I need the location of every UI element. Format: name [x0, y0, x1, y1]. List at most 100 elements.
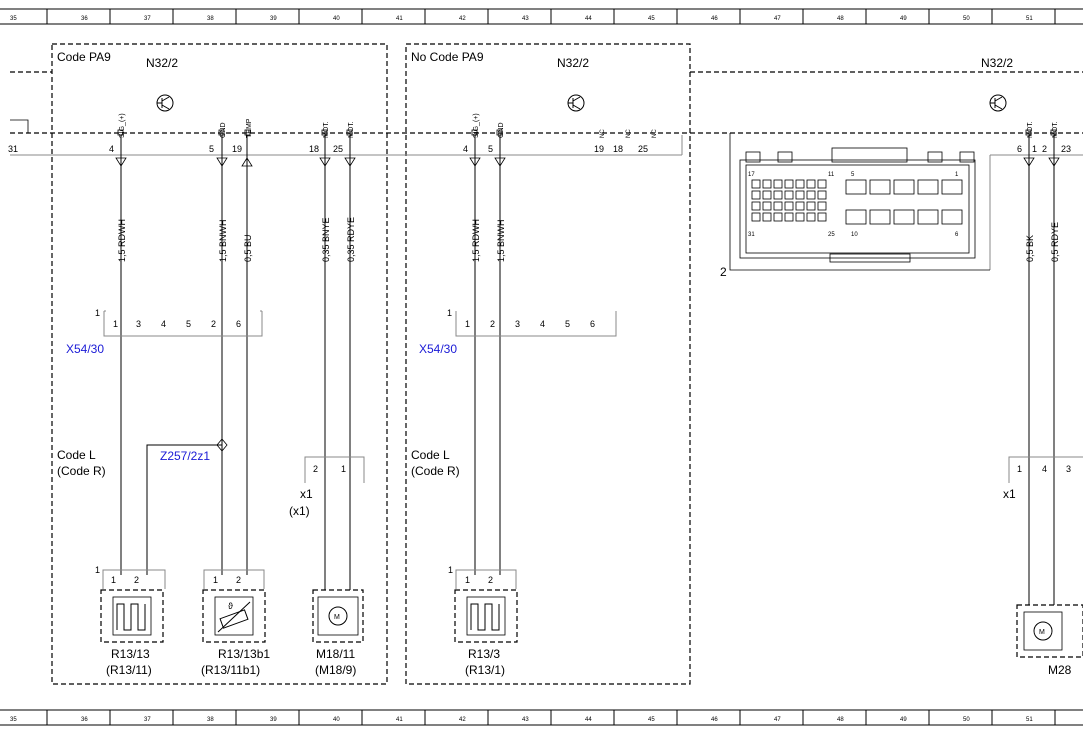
svg-text:1: 1 — [955, 172, 959, 178]
svg-text:3: 3 — [1066, 464, 1071, 474]
component-alt-name: (R13/1) — [465, 663, 505, 677]
motor-connector-left: 2 1 — [304, 456, 365, 483]
grid-number: 48 — [837, 717, 844, 723]
grid-number: 35 — [10, 16, 17, 22]
pin-nc-label: NC — [652, 129, 658, 138]
pin-number: 25 — [333, 144, 343, 154]
code-l-label: Code L — [411, 448, 450, 462]
sensor-component: 1 2 ϑ — [202, 569, 266, 643]
splice-icon — [216, 438, 228, 452]
svg-text:2: 2 — [313, 464, 318, 474]
grid-number: 41 — [396, 16, 403, 22]
grid-number: 38 — [207, 717, 214, 723]
grid-number: 37 — [144, 717, 151, 723]
grid-number: 42 — [459, 16, 466, 22]
svg-text:5: 5 — [851, 172, 855, 178]
wire-label: 1,5 BNWH — [218, 219, 228, 262]
svg-text:2: 2 — [134, 575, 139, 585]
motor-icon: M — [1023, 611, 1063, 651]
wire-label: 0,5 RDYE — [1050, 222, 1060, 262]
transistor-icon — [567, 94, 585, 112]
svg-text:3: 3 — [515, 319, 520, 329]
x1-alt-label: (x1) — [289, 504, 310, 518]
heater-component: 1 1 2 — [95, 565, 166, 643]
svg-text:1: 1 — [1017, 464, 1022, 474]
grid-number: 39 — [270, 717, 277, 723]
svg-text:3: 3 — [136, 319, 141, 329]
pin-number: 25 — [638, 144, 648, 154]
svg-text:4: 4 — [1042, 464, 1047, 474]
grid-number: 36 — [81, 717, 88, 723]
transistor-icon — [156, 94, 174, 112]
pin-number: 19 — [232, 144, 242, 154]
wire-label: 1,5 RDWH — [117, 219, 127, 262]
wire-label: 1,5 BNWH — [496, 219, 506, 262]
code-r-label: (Code R) — [57, 464, 106, 478]
pin-number: 18 — [613, 144, 623, 154]
motor-component: M — [1016, 604, 1083, 658]
pin-number: 19 — [594, 144, 604, 154]
grid-number: 49 — [900, 717, 907, 723]
grid-number: 51 — [1026, 717, 1033, 723]
svg-text:11: 11 — [828, 172, 835, 178]
svg-text:1: 1 — [213, 575, 218, 585]
svg-text:1: 1 — [465, 575, 470, 585]
svg-text:2: 2 — [1042, 144, 1047, 154]
grid-number: 37 — [144, 16, 151, 22]
svg-text:1: 1 — [1032, 144, 1037, 154]
svg-text:1: 1 — [341, 464, 346, 474]
sensor-icon: ϑ — [214, 596, 254, 636]
component-name: R13/13 — [111, 647, 150, 661]
component-name: M28 — [1048, 663, 1072, 677]
motor-icon: M — [317, 596, 359, 636]
grid-number: 51 — [1026, 16, 1033, 22]
grid-number: 40 — [333, 16, 340, 22]
component-name: M18/11 — [316, 647, 355, 661]
pin-number: 4 — [463, 144, 468, 154]
grid-number: 45 — [648, 717, 655, 723]
module-label-right: N32/2 — [981, 56, 1013, 70]
transistor-icon — [989, 94, 1007, 112]
grid-number: 47 — [774, 717, 781, 723]
code-l-label: Code L — [57, 448, 96, 462]
svg-text:2: 2 — [211, 319, 216, 329]
pin-sig-label: SIG_(+) — [119, 113, 126, 138]
component-name: R13/3 — [468, 647, 500, 661]
svg-text:1: 1 — [95, 308, 100, 318]
svg-text:1: 1 — [465, 319, 470, 329]
component-alt-name: (R13/11b1) — [201, 663, 260, 677]
pin-temp-label: TEMP — [246, 118, 253, 138]
pin-number: 4 — [109, 144, 114, 154]
svg-text:1: 1 — [95, 565, 100, 575]
grid-number: 42 — [459, 717, 466, 723]
svg-text:M: M — [334, 614, 340, 621]
svg-text:4: 4 — [540, 319, 545, 329]
svg-text:6: 6 — [955, 232, 959, 238]
svg-text:6: 6 — [590, 319, 595, 329]
svg-text:M: M — [1039, 629, 1045, 636]
grid-number: 46 — [711, 16, 718, 22]
grid-number: 50 — [963, 16, 970, 22]
svg-text:2: 2 — [488, 575, 493, 585]
grid-number: 49 — [900, 16, 907, 22]
x1-label: x1 — [1003, 487, 1016, 501]
svg-text:2: 2 — [236, 575, 241, 585]
pin-sig-label: SIG_(+) — [473, 113, 480, 138]
grid-number: 43 — [522, 717, 529, 723]
grid-number: 41 — [396, 717, 403, 723]
grid-number: 46 — [711, 717, 718, 723]
heater-icon — [112, 596, 152, 636]
motor-component: M — [312, 589, 364, 643]
svg-text:4: 4 — [161, 319, 166, 329]
svg-text:6: 6 — [1017, 144, 1022, 154]
grid-number: 44 — [585, 16, 592, 22]
wire-label: 0,35 RDYE — [346, 217, 356, 262]
ecu-connector-drawing: 17 11 5 1 31 25 10 6 — [729, 133, 990, 271]
component-alt-name: (M18/9) — [315, 663, 356, 677]
module-label-left: N32/2 — [146, 56, 178, 70]
svg-text:25: 25 — [828, 232, 835, 238]
svg-text:23: 23 — [1061, 144, 1071, 154]
svg-text:6: 6 — [236, 319, 241, 329]
